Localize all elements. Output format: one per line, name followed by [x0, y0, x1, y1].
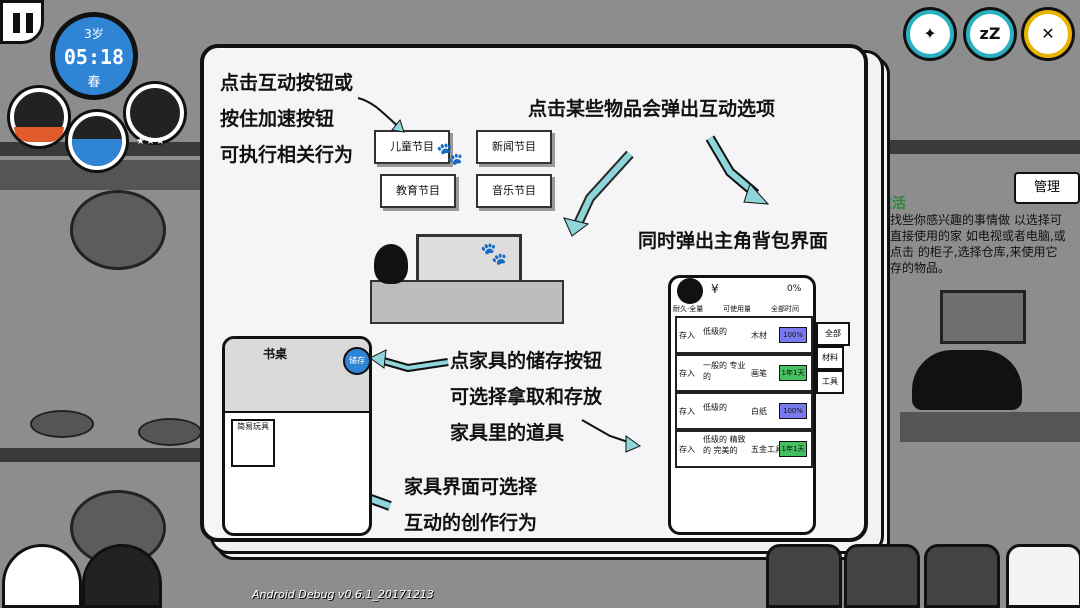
sleeping-character	[912, 350, 1022, 410]
pause-button[interactable]	[0, 0, 44, 44]
inventory-row[interactable]: 存入 低级的 木材 100%	[675, 316, 813, 354]
money-icon: ¥	[711, 282, 719, 296]
close-icon[interactable]: ✕	[1024, 10, 1072, 58]
row-action[interactable]: 存入	[679, 369, 695, 378]
inventory-row[interactable]: 存入 低级的 白纸 100%	[675, 392, 813, 430]
love-heart-icon[interactable]	[126, 84, 184, 142]
stat-time: 全部时间	[771, 305, 799, 313]
arrow-icon	[357, 97, 405, 133]
character-icon	[374, 244, 408, 284]
row-desc: 一般的 专业的	[703, 361, 746, 381]
row-desc: 低级的	[703, 327, 727, 336]
mood-heart-icon[interactable]	[10, 88, 68, 146]
row-action[interactable]: 存入	[679, 445, 695, 454]
row-badge: 1年1天	[779, 441, 807, 457]
lower-shelf	[0, 448, 200, 462]
furniture-header	[225, 339, 369, 413]
wall-frame	[940, 290, 1026, 344]
arrow-icon	[705, 135, 770, 205]
cushion-right	[138, 418, 202, 446]
percent-label: 0%	[787, 284, 802, 294]
furniture-title: 书桌	[263, 347, 288, 361]
row-name: 白纸	[751, 407, 767, 416]
row-badge: 100%	[779, 327, 807, 343]
pause-icon	[13, 13, 20, 33]
backpack-icon[interactable]	[1006, 544, 1080, 608]
right-shelf	[880, 140, 1080, 154]
lantern-upper	[70, 190, 166, 270]
stat-durability: 耐久·全量	[673, 305, 704, 313]
paw-icon: 🐾	[436, 142, 464, 167]
storage-line-1: 点家具的储存按钮	[450, 350, 603, 372]
bed	[900, 412, 1080, 442]
creation-line-2: 互动的创作行为	[404, 512, 538, 534]
row-name: 木材	[751, 331, 767, 340]
row-desc: 低级的	[703, 403, 727, 412]
activity-icon[interactable]	[2, 544, 82, 608]
tv-cabinet	[370, 280, 564, 324]
energy-fill	[72, 138, 122, 166]
map-icon[interactable]	[924, 544, 1000, 608]
row-desc: 低级的 精致的 完美的	[703, 435, 746, 455]
side-note-text: 理找些你感兴趣的事情做 以选择可以直接使用的家 如电视或者电脑,或者点击 的柜子…	[878, 213, 1066, 275]
debug-build-label: Android Debug v0.6.1_20171213	[252, 588, 434, 601]
time-label: 05:18	[63, 45, 125, 69]
season-label: 春	[87, 75, 101, 90]
inventory-window[interactable]: ¥ 0% 耐久·全量 可使用量 全部时间 存入 低级的 木材 100% 存入 一…	[668, 275, 816, 535]
creation-line-1: 家具界面可选择	[404, 476, 538, 498]
side-note: 生活 理找些你感兴趣的事情做 以选择可以直接使用的家 如电视或者电脑,或者点击 …	[878, 196, 1074, 276]
stat-usage: 可使用量	[723, 305, 751, 313]
store-button[interactable]: 储存	[343, 347, 369, 375]
tag-education-program[interactable]: 教育节目	[380, 174, 456, 208]
row-name: 五金工具	[751, 445, 783, 454]
arrow-icon	[369, 349, 449, 373]
sleep-icon[interactable]: zZ	[966, 10, 1014, 58]
inventory-row[interactable]: 存入 一般的 专业的 画笔 1年1天	[675, 354, 813, 392]
row-name: 画笔	[751, 369, 767, 378]
tab-materials[interactable]: 材料	[816, 346, 844, 370]
tag-music-program[interactable]: 音乐节目	[476, 174, 552, 208]
instruction-line-2: 按住加速按钮	[220, 108, 335, 130]
rating-stars: ★★★	[136, 136, 166, 147]
instruction-line-3: 可执行相关行为	[220, 144, 354, 166]
tag-children-program[interactable]: 儿童节目	[374, 130, 450, 164]
row-badge: 100%	[779, 403, 807, 419]
tool-slot[interactable]: 简易玩具	[231, 419, 275, 467]
tag-news-program[interactable]: 新闻节目	[476, 130, 552, 164]
cushion-left	[30, 410, 94, 438]
backpack-instruction: 同时弹出主角背包界面	[638, 230, 829, 252]
mood-fill	[14, 127, 64, 142]
clock-display: 3岁 05:18 春	[50, 12, 138, 100]
pause-icon-bar	[26, 13, 33, 33]
row-action[interactable]: 存入	[679, 407, 695, 416]
storage-line-3: 家具里的道具	[450, 422, 565, 444]
tool-label: 简易玩具	[237, 422, 269, 431]
instruction-line-1: 点击互动按钮或	[220, 72, 354, 94]
paw-icon: 🐾	[480, 242, 508, 267]
arrow-icon	[563, 150, 634, 237]
creation-icon[interactable]	[82, 544, 162, 608]
gear-icon[interactable]	[766, 544, 842, 608]
storage-line-2: 可选择拿取和存放	[450, 386, 603, 408]
spiral-icon[interactable]	[844, 544, 920, 608]
character-avatar	[677, 278, 703, 304]
tab-all[interactable]: 全部	[816, 322, 850, 346]
sparkle-icon[interactable]: ✦	[906, 10, 954, 58]
row-badge: 1年1天	[779, 365, 807, 381]
row-action[interactable]: 存入	[679, 331, 695, 340]
inventory-row[interactable]: 存入 低级的 精致的 完美的 五金工具 1年1天	[675, 430, 813, 468]
item-popup-instruction: 点击某些物品会弹出互动选项	[528, 98, 776, 120]
manage-button[interactable]: 管理	[1014, 172, 1080, 204]
tab-tools[interactable]: 工具	[816, 370, 844, 394]
energy-orb-icon[interactable]	[68, 112, 126, 170]
arrow-icon	[581, 419, 642, 453]
age-label: 3岁	[84, 27, 104, 41]
furniture-window[interactable]: 书桌 储存 简易玩具	[222, 336, 372, 536]
